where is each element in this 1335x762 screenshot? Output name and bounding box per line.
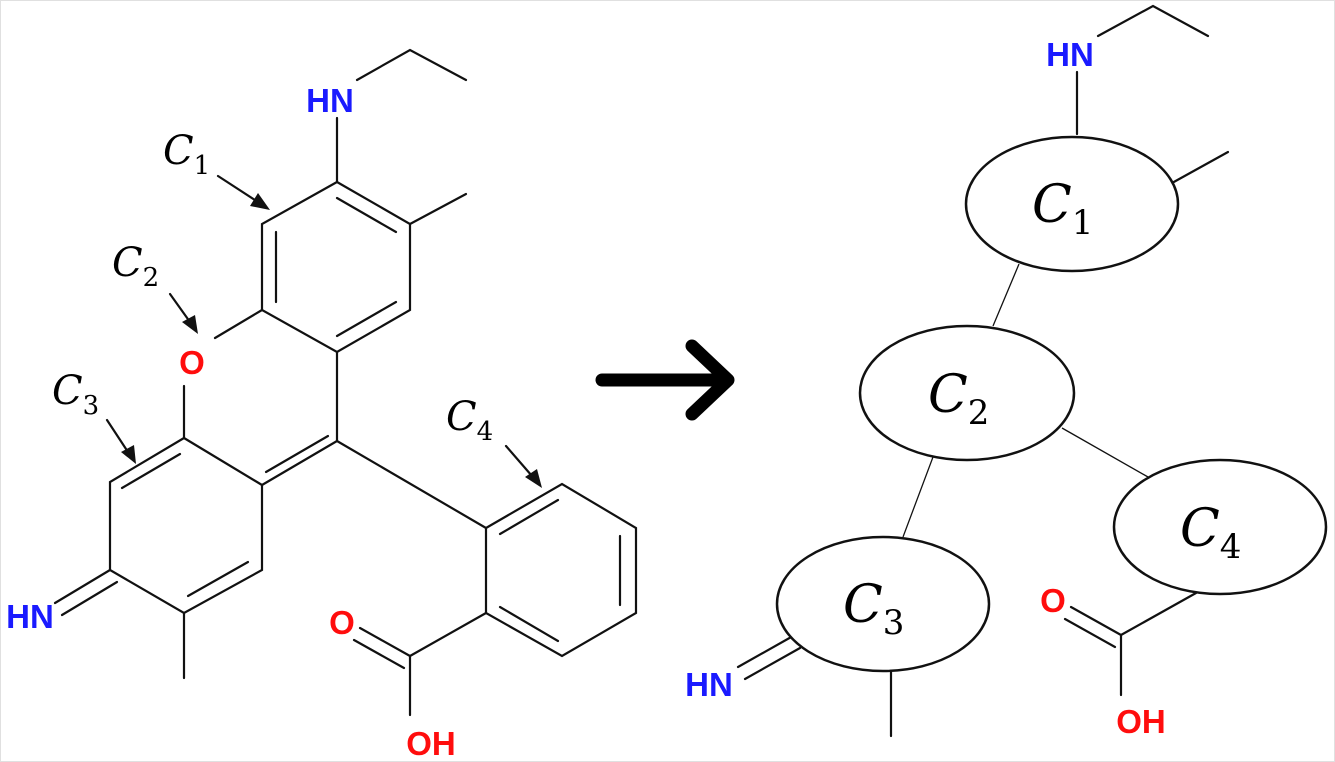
- ethyl-graph: [1096, 4, 1210, 38]
- atom-o-ring: O: [179, 344, 205, 381]
- graph-atom-hn-top: HN: [1046, 36, 1094, 73]
- atom-hn-imine: HN: [6, 598, 54, 635]
- imine-bond-a: [53, 568, 112, 605]
- graph-atom-o-acid: O: [1040, 582, 1066, 619]
- ring-c4: [484, 482, 638, 658]
- carbonyl-graph-a: [1069, 605, 1123, 637]
- callout-c2: C2: [112, 240, 198, 334]
- svg-text:C1: C1: [163, 128, 210, 181]
- edge-c2-c3: [902, 456, 934, 538]
- svg-text:C3: C3: [843, 575, 904, 643]
- methyl-c1-graph: [1170, 150, 1230, 185]
- atom-o-acid: O: [329, 604, 355, 641]
- bond-acid: [408, 611, 488, 658]
- graph-atom-hn-imine: HN: [685, 666, 733, 703]
- svg-text:C2: C2: [928, 365, 989, 433]
- carbonyl-a: [358, 626, 412, 658]
- imine-graph-b: [743, 646, 802, 681]
- node-c3: C3: [775, 535, 991, 673]
- callout-c3: C3: [52, 368, 136, 464]
- bond-acid-graph: [1119, 591, 1198, 637]
- callout-c4: C4: [446, 394, 542, 488]
- node-c1: C1: [964, 135, 1180, 273]
- svg-text:C2: C2: [112, 240, 159, 293]
- node-c4: C4: [1112, 458, 1328, 596]
- ethyl-top: [355, 48, 468, 82]
- svg-text:C3: C3: [52, 368, 99, 421]
- atom-hn-top: HN: [306, 82, 354, 119]
- svg-text:C4: C4: [1180, 499, 1241, 567]
- edge-c2-c4: [1061, 427, 1149, 478]
- imine-bond-b: [60, 580, 119, 617]
- graph-atom-oh-acid: OH: [1116, 703, 1166, 740]
- carbonyl-graph-b: [1063, 617, 1117, 649]
- svg-text:C4: C4: [446, 394, 493, 447]
- methyl-top: [408, 192, 468, 226]
- callout-c1: C1: [163, 128, 270, 210]
- node-c2: C2: [858, 324, 1076, 462]
- bond-aryl: [335, 439, 488, 530]
- left-molecule: HN O HN O OH C1 C2 C3 C4: [6, 48, 638, 762]
- svg-text:C1: C1: [1032, 175, 1093, 243]
- ring-c2: [182, 308, 339, 487]
- edge-c1-c2: [992, 263, 1020, 327]
- imine-graph-a: [736, 634, 795, 669]
- ring-c3: [108, 436, 264, 615]
- ring-c1: [260, 180, 412, 354]
- atom-oh-acid: OH: [406, 725, 456, 762]
- right-graph: C1 C2 C3 C4 HN HN O OH: [685, 4, 1328, 740]
- carbonyl-b: [352, 638, 406, 670]
- right-arrow-icon: [595, 339, 735, 421]
